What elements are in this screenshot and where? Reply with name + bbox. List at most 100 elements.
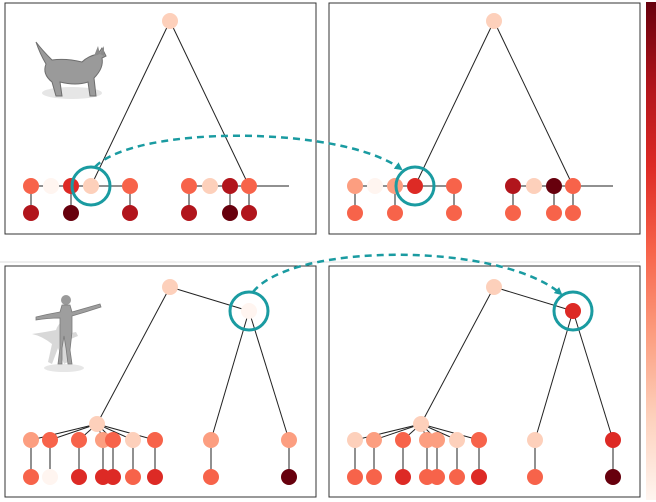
root-node	[486, 13, 502, 29]
child-node	[222, 178, 238, 194]
tree-edge	[30, 423, 98, 441]
tree-edge	[414, 20, 495, 187]
highlighted-node	[83, 178, 99, 194]
leaf-node	[42, 469, 58, 485]
leaf-node	[181, 205, 197, 221]
child-node	[181, 178, 197, 194]
tree-edge	[354, 423, 422, 441]
tree-edge	[90, 20, 171, 187]
leaf-node	[122, 205, 138, 221]
leaf-node	[449, 469, 465, 485]
leaf-node	[105, 469, 121, 485]
child-node	[23, 178, 39, 194]
cat-3d-model-icon	[35, 41, 107, 99]
child-node	[429, 432, 445, 448]
tree-edge	[49, 423, 98, 441]
tree-edge	[96, 286, 171, 425]
child-node	[546, 178, 562, 194]
child-node	[347, 178, 363, 194]
leaf-node	[446, 205, 462, 221]
leaf-node	[366, 469, 382, 485]
highlight-ring	[394, 165, 436, 207]
tree-edge	[572, 310, 614, 441]
tree-edge	[534, 310, 574, 441]
human-left-tree	[4, 265, 317, 498]
child-node	[241, 178, 257, 194]
leaf-node	[395, 469, 411, 485]
tree-edge	[96, 423, 156, 441]
tree-edge	[248, 310, 290, 441]
human-right-tree	[328, 265, 641, 498]
correspondence-arrows	[94, 134, 563, 296]
child-node	[605, 432, 621, 448]
human-3d-model-icon	[32, 295, 102, 372]
tree-edge	[493, 286, 574, 312]
colorbar	[646, 2, 656, 500]
tree-edge	[420, 423, 480, 441]
leaf-node	[605, 469, 621, 485]
leaf-node	[203, 469, 219, 485]
leaf-node	[347, 205, 363, 221]
child-node	[42, 432, 58, 448]
root-node	[486, 279, 502, 295]
highlighted-node	[565, 303, 581, 319]
tree-edge	[169, 286, 250, 312]
tree-panels	[4, 2, 641, 498]
leaf-node	[429, 469, 445, 485]
highlight-ring	[228, 290, 270, 332]
leaf-node	[23, 205, 39, 221]
tree-edge	[210, 310, 250, 441]
child-node	[347, 432, 363, 448]
child-node	[505, 178, 521, 194]
child-node	[203, 432, 219, 448]
panel-frame	[4, 2, 317, 235]
correspondence-arrow	[252, 253, 563, 296]
child-node	[471, 432, 487, 448]
tree-edge	[420, 286, 495, 425]
child-node	[122, 178, 138, 194]
correspondence-arrow	[94, 134, 403, 171]
cat-right-tree	[328, 2, 641, 235]
child-node	[526, 178, 542, 194]
child-node	[366, 432, 382, 448]
root-node	[162, 13, 178, 29]
leaf-node	[471, 469, 487, 485]
child-node	[202, 178, 218, 194]
panel-frame	[328, 265, 641, 498]
panel-frame	[4, 265, 317, 498]
internal-node	[89, 416, 105, 432]
leaf-node	[505, 205, 521, 221]
leaf-node	[387, 205, 403, 221]
child-node	[23, 432, 39, 448]
leaf-node	[147, 469, 163, 485]
child-node	[446, 178, 462, 194]
tree-edge	[373, 423, 422, 441]
leaf-node	[63, 205, 79, 221]
leaf-node	[281, 469, 297, 485]
child-node	[449, 432, 465, 448]
child-node	[395, 432, 411, 448]
highlighted-node	[407, 178, 423, 194]
leaf-node	[23, 469, 39, 485]
tree-edge	[169, 20, 250, 187]
internal-node	[413, 416, 429, 432]
child-node	[71, 432, 87, 448]
leaf-node	[125, 469, 141, 485]
child-node	[281, 432, 297, 448]
panel-frame	[328, 2, 641, 235]
highlight-ring	[70, 165, 112, 207]
child-node	[105, 432, 121, 448]
leaf-node	[527, 469, 543, 485]
leaf-node	[241, 205, 257, 221]
leaf-node	[347, 469, 363, 485]
leaf-node	[565, 205, 581, 221]
child-node	[43, 178, 59, 194]
tree-edge	[493, 20, 574, 187]
highlight-ring	[552, 290, 594, 332]
child-node	[527, 432, 543, 448]
cat-left-tree	[4, 2, 317, 235]
highlighted-node	[241, 303, 257, 319]
root-node	[162, 279, 178, 295]
leaf-node	[546, 205, 562, 221]
